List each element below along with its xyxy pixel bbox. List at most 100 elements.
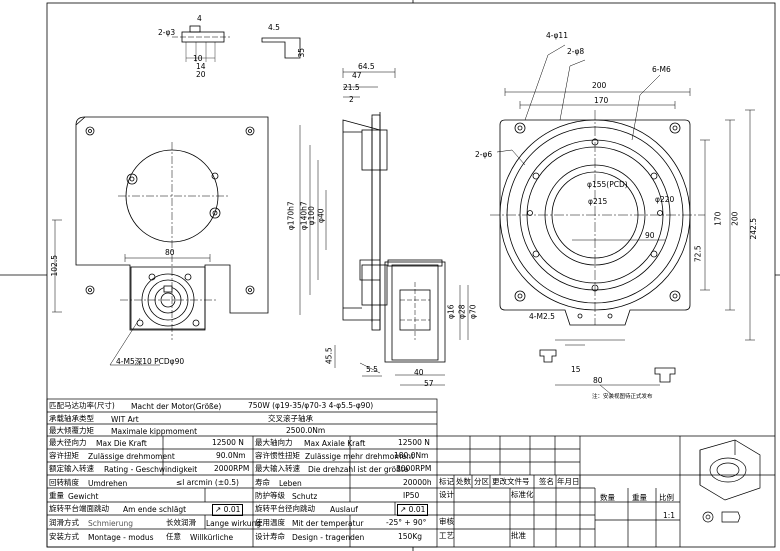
dim-top-10: 10 <box>193 54 203 63</box>
spec-row-2-value: 2500.0Nm <box>286 426 326 435</box>
dim-right-170: 170 <box>594 96 609 105</box>
spec-row-4-label: 容许扭矩 <box>49 451 79 460</box>
spec-row-5-value2: 3000RPM <box>396 464 432 473</box>
dim-5-5: 5.5 <box>366 365 378 374</box>
spec-row-1-value: 交叉滚子轴承 <box>268 414 313 423</box>
spec-row-7-sub2: Schutz <box>292 492 318 501</box>
spec-row-2-label: 最大倾覆力矩 <box>49 426 94 435</box>
spec-row-4-value: 90.0Nm <box>216 451 246 460</box>
dim-47: 47 <box>352 71 362 80</box>
runout-end-value: 0.01 <box>223 505 241 514</box>
tb-header-sign: 签名 <box>539 477 554 486</box>
tb-role-approve: 批准 <box>511 531 526 540</box>
spec-row-8-value: ↗ 0.01 <box>212 504 244 516</box>
spec-row-6-value: ≤l arcmin (±0.5) <box>176 478 239 487</box>
tb-standardize: 标准化 <box>511 490 534 499</box>
dim-right-200: 200 <box>592 81 607 90</box>
dim-40: 40 <box>414 368 424 377</box>
spec-row-6-sub2: Leben <box>279 479 302 488</box>
spec-row-5-sub: Rating - Geschwindigkeit <box>104 465 198 474</box>
dim-right-15: 15 <box>571 365 581 374</box>
dim-left-80: 80 <box>165 248 175 257</box>
spec-row-1-label: 承载轴承类型 <box>49 414 94 423</box>
right-base-outline <box>499 119 691 326</box>
iso-thumbnail <box>699 439 761 523</box>
dim-right-h200: 200 <box>730 211 740 226</box>
spec-row-3-sub2: Max Axiale Kraft <box>304 439 366 448</box>
left-holes-note: 4-M5深10 PCDφ90 <box>116 357 185 366</box>
spec-row-5-label2: 最大输入转速 <box>255 464 300 473</box>
dim-4-m2-5: 4-M2.5 <box>529 312 555 321</box>
spec-row-10-label: 安装方式 <box>49 532 79 541</box>
spec-row-6-value2: 20000h <box>403 478 432 487</box>
spec-row-8-sub2: Auslauf <box>330 505 358 514</box>
spec-row-9-value2: -25° + 90° <box>386 518 427 527</box>
spec-row-0-value: 750W (φ19-35/φ70-3 4-φ5.5-φ90) <box>248 401 374 410</box>
dim-holes-2-3: 2-φ3 <box>158 28 176 37</box>
dim-d70: φ70 <box>468 304 478 320</box>
spec-row-5-label: 额定输入转速 <box>49 464 94 473</box>
dim-right-90: 90 <box>645 231 655 240</box>
tb-role-review: 审核 <box>439 517 454 526</box>
spec-row-6-label: 回转精度 <box>49 478 79 487</box>
spec-row-3-value: 12500 N <box>212 438 244 447</box>
spec-row-5-value: 2000RPM <box>214 464 250 473</box>
dim-d40: φ40 <box>316 208 326 224</box>
spec-row-4-label2: 容许惯性扭矩 <box>255 451 300 460</box>
tb-role-design: 设计 <box>439 490 454 499</box>
dim-pcd-155: φ155(PCD) <box>587 180 628 189</box>
dim-d220: φ220 <box>655 195 675 204</box>
spec-row-7-value2: IP50 <box>403 491 420 500</box>
tb-header-count: 处数 <box>456 477 471 486</box>
dim-4-d11: 4-φ11 <box>546 31 568 40</box>
spec-row-4-sub: Zulässige drehmoment <box>88 452 175 461</box>
spec-row-10-value-sub: Willkürliche <box>190 533 234 542</box>
dim-right-80: 80 <box>593 376 603 385</box>
dim-102-5: 102.5 <box>49 255 59 277</box>
tb-weight: 重量 <box>632 493 647 502</box>
spec-row-7-label: 重量 <box>49 491 64 500</box>
spec-row-8-value2: ↗ 0.01 <box>397 504 429 516</box>
spec-row-10-label2: 设计寿命 <box>255 532 285 541</box>
spec-row-9-label2: 使用温度 <box>255 518 285 527</box>
spec-row-3-label: 最大径向力 <box>49 438 87 447</box>
dim-64-5: 64.5 <box>358 62 375 71</box>
spec-row-1-sub: WIT Art <box>111 415 139 424</box>
spec-row-3-label2: 最大轴向力 <box>255 438 293 447</box>
spec-row-9-label: 润滑方式 <box>49 518 79 527</box>
middle-view <box>299 68 469 386</box>
spec-row-8-sub: Am ende schlägt <box>123 505 187 514</box>
spec-row-7-sub: Gewicht <box>68 492 99 501</box>
dim-right-h170: 170 <box>713 211 723 226</box>
tb-qty: 数量 <box>600 493 615 502</box>
tb-header-change: 更改文件号 <box>492 477 530 486</box>
spec-row-4-value2: 180.0Nm <box>394 451 429 460</box>
spec-row-7-label2: 防护等级 <box>255 491 285 500</box>
spec-row-9-value: 长效润滑 <box>166 518 196 527</box>
left-view <box>52 25 301 366</box>
spec-row-10-sub2: Design - tragenden <box>292 533 365 542</box>
dim-top-20: 20 <box>196 70 206 79</box>
install-note: 注：安装视图待正式发布 <box>592 394 653 400</box>
spec-row-9-value-sub: Lange wirkung <box>206 519 261 528</box>
dim-6-m6: 6-M6 <box>652 65 671 74</box>
spec-row-8-label2: 旋转平台径向跳动 <box>255 504 315 513</box>
title-block-lines <box>437 435 775 547</box>
dim-d100: φ100 <box>306 206 316 226</box>
dim-2-d8: 2-φ8 <box>567 47 585 56</box>
dim-242-5: 242.5 <box>748 218 758 240</box>
dim-top-4: 4 <box>197 14 202 23</box>
dim-d215: φ215 <box>588 197 608 206</box>
dim-2: 2 <box>349 95 354 104</box>
spec-row-0-sub: Macht der Motor(Größe) <box>131 402 222 411</box>
spec-row-6-sub: Umdrehen <box>88 479 128 488</box>
spec-row-10-value2: 150Kg <box>398 532 422 541</box>
dim-21-5: 21.5 <box>343 83 360 92</box>
tb-header-zone: 分区 <box>474 477 489 486</box>
spec-row-8-label: 旋转平台端面跳动 <box>49 504 109 513</box>
dim-57: 57 <box>424 379 434 388</box>
dim-35: 35 <box>297 47 307 58</box>
dim-2-d6: 2-φ6 <box>475 150 493 159</box>
